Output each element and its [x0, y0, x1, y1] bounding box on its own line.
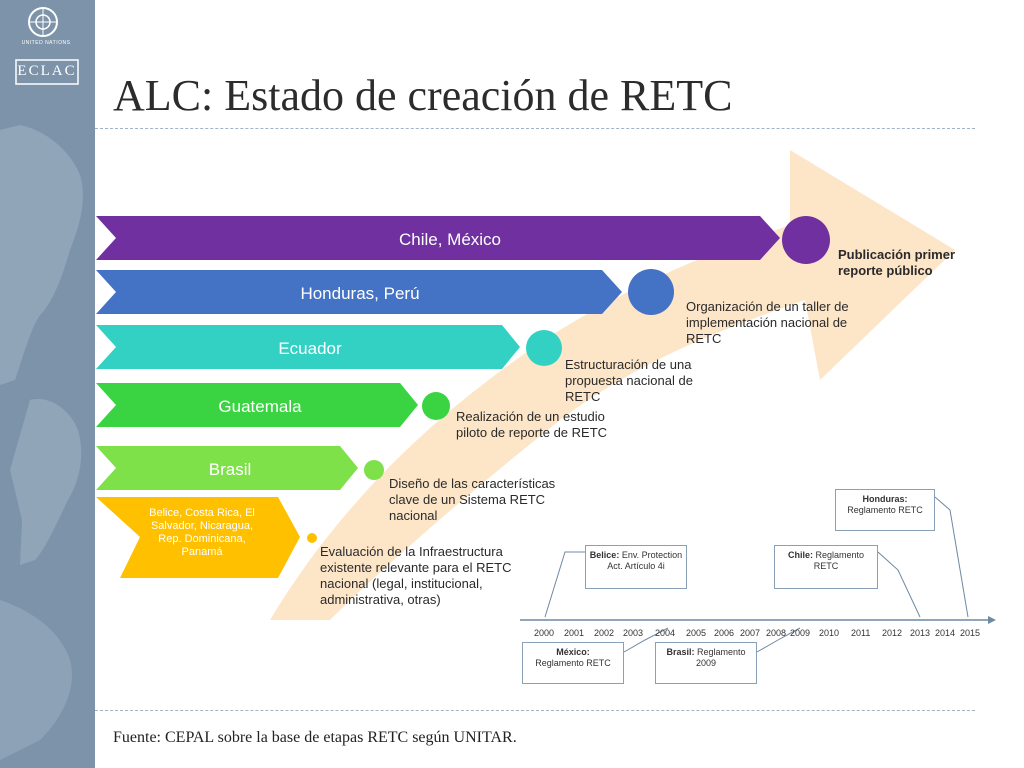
year-label: 2010	[819, 628, 840, 638]
arrow-label-guatemala: Guatemala	[218, 397, 302, 416]
world-map-graphic	[0, 110, 95, 768]
footer-divider	[95, 710, 975, 711]
event-belice: Belice: Env. Protection Act. Artículo 4i	[585, 545, 687, 589]
stage-dot-6	[307, 533, 317, 543]
year-label: 2012	[882, 628, 903, 638]
year-label: 2002	[594, 628, 615, 638]
year-label: 2001	[564, 628, 585, 638]
arrow-label-chile-mexico: Chile, México	[398, 230, 502, 249]
logos-area: UNITED NATIONS ECLAC	[0, 0, 95, 110]
year-label: 2003	[623, 628, 644, 638]
stage-label-3: Estructuración de una propuesta nacional…	[565, 357, 693, 404]
stage-label-5: Diseño de las características clave de u…	[389, 476, 556, 523]
event-chile: Chile: Reglamento RETC	[774, 545, 878, 589]
arrow-label-belice-group: Belice, Costa Rica, El Salvador, Nicarag…	[149, 507, 255, 558]
year-label: 2009	[790, 628, 811, 638]
arrow-label-honduras-peru: Honduras, Perú	[300, 284, 420, 303]
arrow-ecuador	[96, 325, 520, 369]
stage-dot-3	[526, 330, 562, 366]
year-label: 2000	[534, 628, 555, 638]
year-label: 2014	[935, 628, 956, 638]
source-note: Fuente: CEPAL sobre la base de etapas RE…	[113, 729, 517, 746]
arrow-guatemala	[96, 383, 418, 427]
event-honduras: Honduras:Reglamento RETC	[835, 489, 935, 531]
year-label: 2008	[766, 628, 787, 638]
stage-dot-2	[628, 269, 674, 315]
arrow-label-ecuador: Ecuador	[278, 339, 342, 358]
un-logo-icon	[0, 0, 95, 110]
stage-label-4: Realización de un estudio piloto de repo…	[456, 409, 608, 440]
connector-mexico	[623, 627, 669, 653]
connector-belice	[544, 551, 585, 618]
year-label: 2011	[851, 628, 871, 638]
title-divider	[95, 128, 975, 129]
event-mexico: México:Reglamento RETC	[522, 642, 624, 684]
year-label: 2013	[910, 628, 931, 638]
event-brasil: Brasil: Reglamento 2009	[655, 642, 757, 684]
year-label: 2004	[655, 628, 676, 638]
slide-title: ALC: Estado de creación de RETC	[113, 71, 733, 120]
year-label: 2006	[714, 628, 735, 638]
un-caption: UNITED NATIONS	[21, 40, 71, 46]
stage-dot-1	[782, 216, 830, 264]
eclac-logo-text: ECLAC	[17, 63, 77, 79]
connector-brasil	[756, 627, 801, 653]
arrow-label-brasil: Brasil	[208, 460, 252, 479]
year-label: 2015	[960, 628, 981, 638]
arrow-chile-mexico	[96, 216, 780, 260]
sidebar-panel: UNITED NATIONS ECLAC	[0, 0, 95, 768]
year-label: 2005	[686, 628, 707, 638]
arrow-honduras-peru	[96, 270, 622, 314]
connector-chile	[877, 551, 921, 618]
arrow-brasil	[96, 446, 358, 490]
stage-dot-4	[422, 392, 450, 420]
stage-label-2: Organización de un taller de implementac…	[686, 299, 849, 346]
year-label: 2007	[740, 628, 761, 638]
arrow-belice	[96, 497, 300, 578]
stage-label-6: Evaluación de la Infraestructura existen…	[320, 544, 512, 607]
stage-label-1: Publicación primer reporte público	[838, 247, 956, 278]
progression-arrow	[270, 150, 955, 620]
stage-dot-5	[364, 460, 384, 480]
connector-honduras	[934, 496, 969, 618]
